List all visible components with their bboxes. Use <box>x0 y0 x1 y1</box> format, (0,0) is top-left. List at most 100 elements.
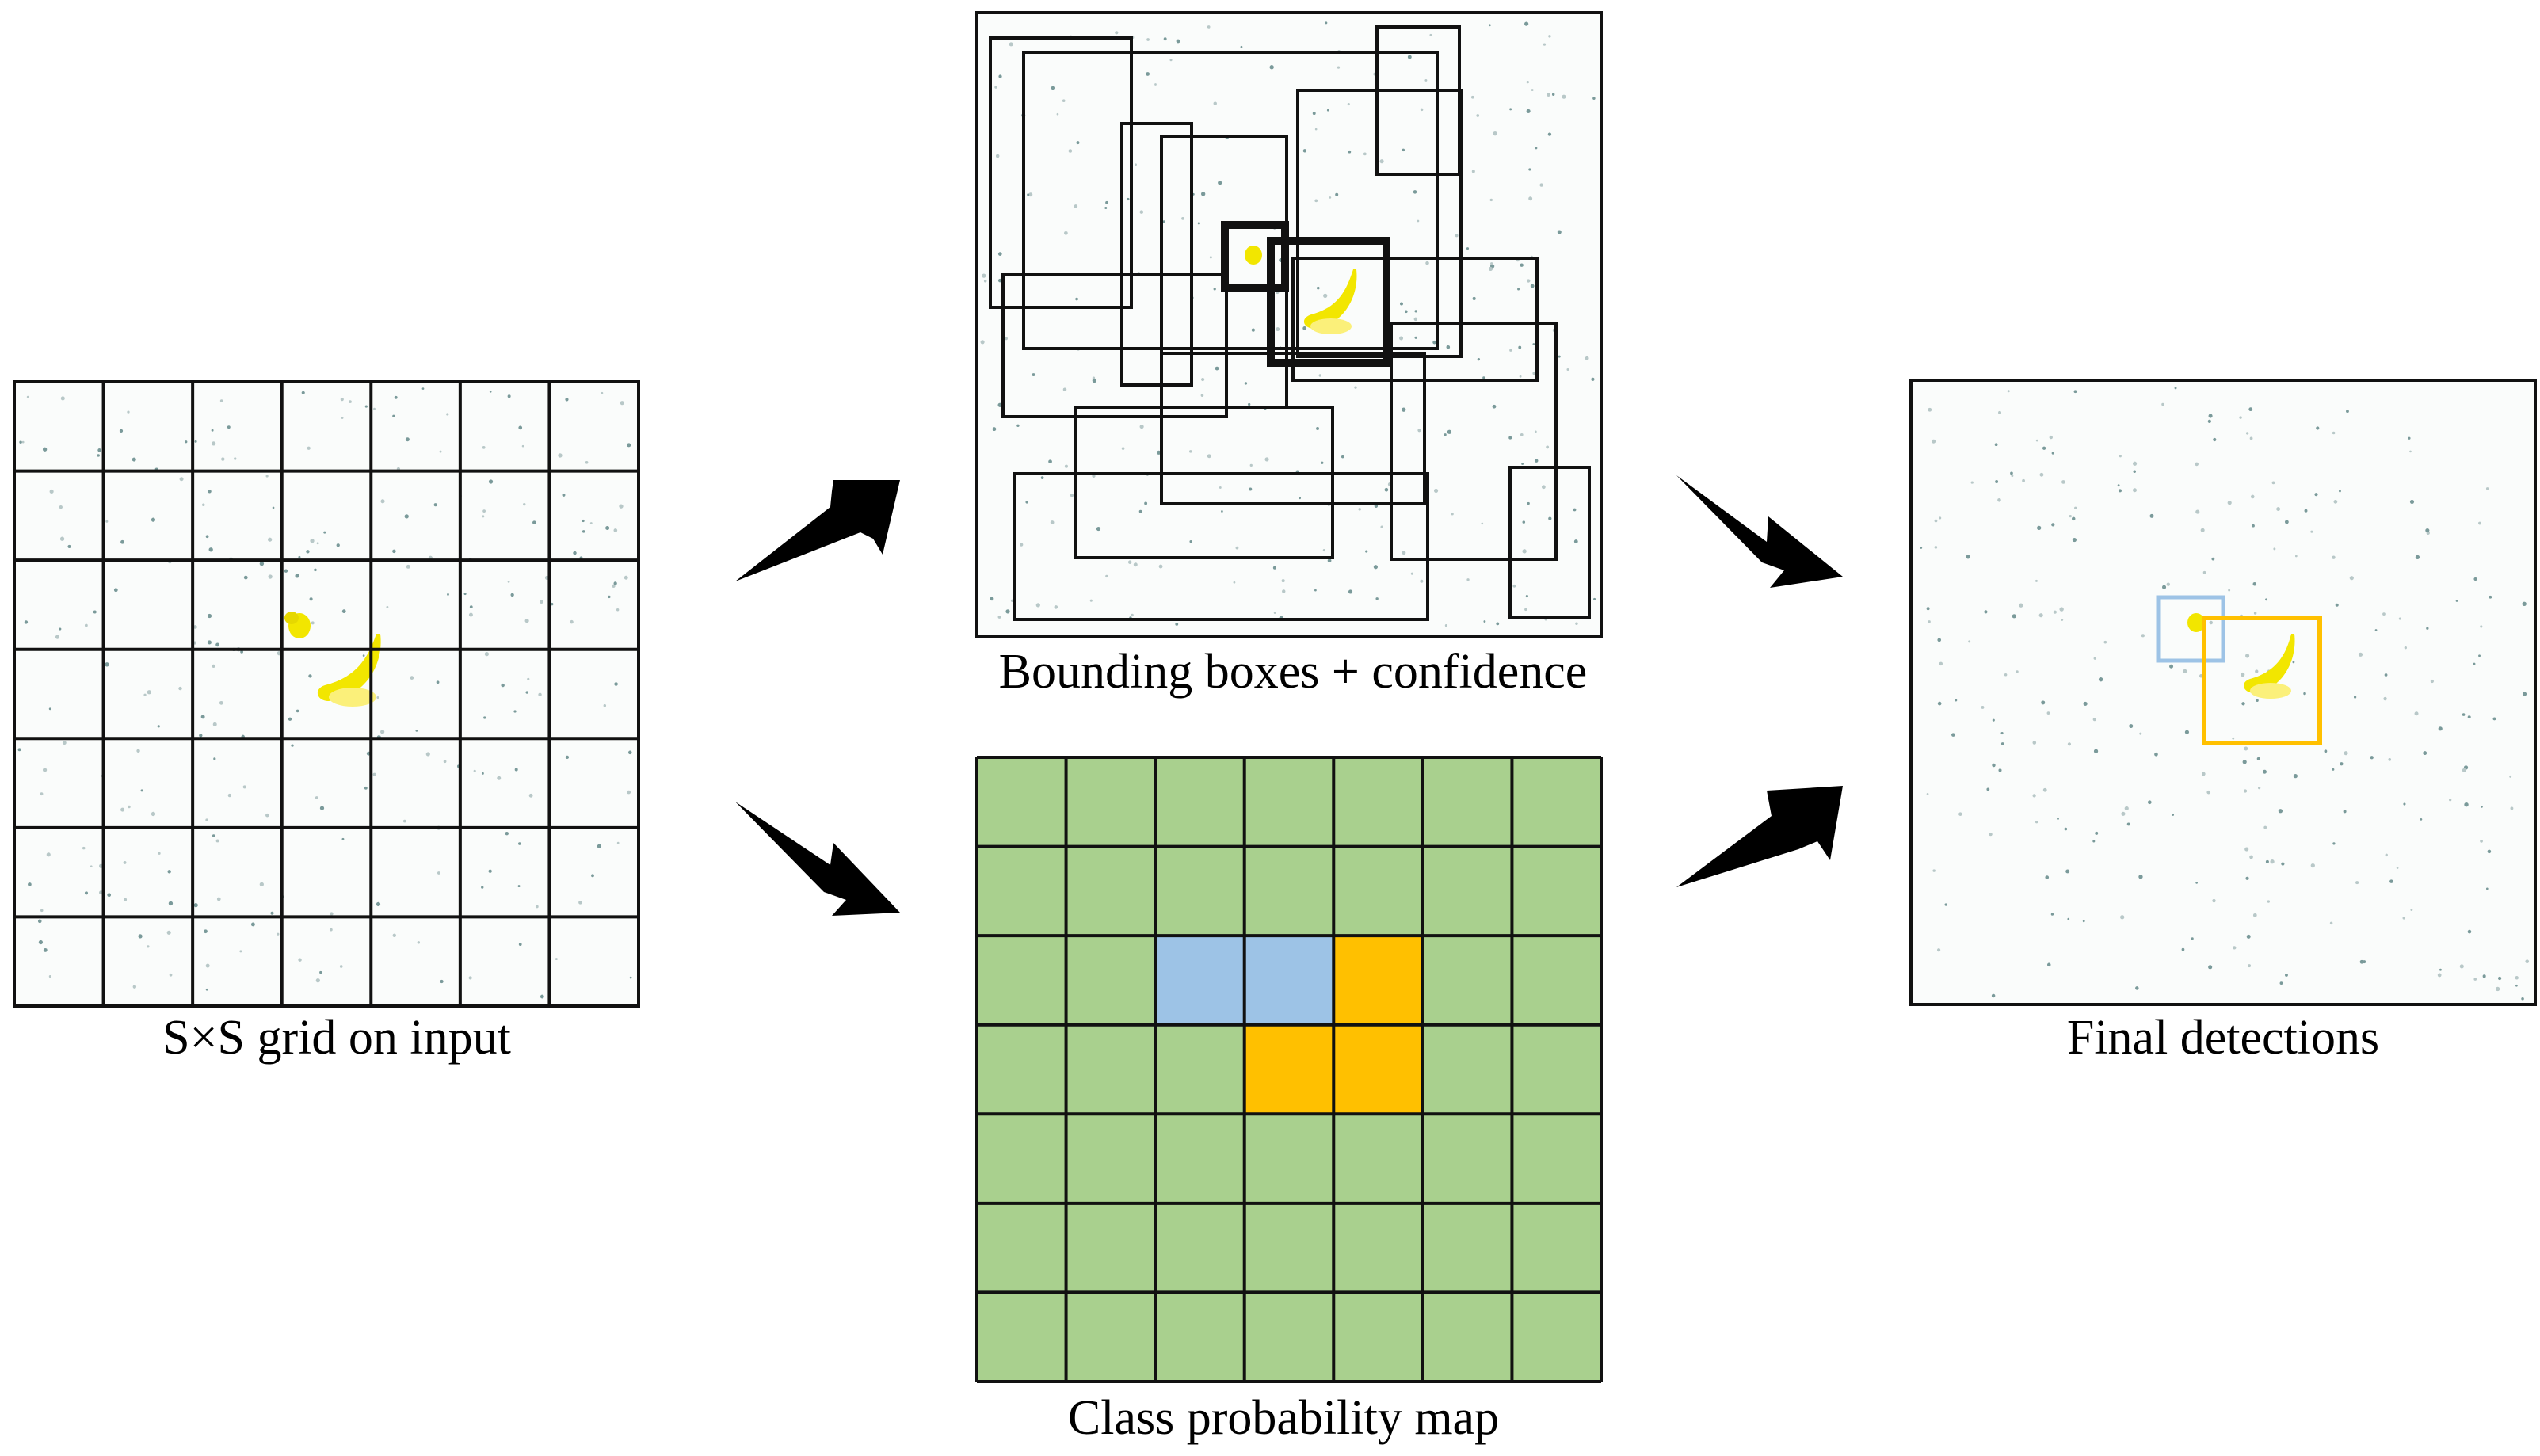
noise-dot <box>2252 582 2257 586</box>
final-panel: Final detections <box>1909 379 2537 1065</box>
noise-dot <box>55 635 59 639</box>
noise-dot <box>40 792 44 796</box>
noise-dot <box>1131 613 1134 617</box>
noise-dot <box>1105 200 1108 204</box>
noise-dot <box>1997 497 2001 502</box>
noise-dot <box>1062 387 1067 392</box>
noise-dot <box>2303 692 2306 696</box>
noise-dot <box>2065 869 2070 874</box>
noise-dot <box>2095 831 2099 835</box>
noise-dot <box>2064 827 2068 831</box>
noise-dot <box>601 391 604 394</box>
noise-dot <box>93 610 97 614</box>
noise-dot <box>151 811 156 817</box>
noise-dot <box>62 741 67 745</box>
probability-cell <box>1512 1292 1601 1382</box>
noise-dot <box>1035 603 1040 608</box>
noise-dot <box>2039 472 2044 477</box>
noise-dot <box>82 846 86 850</box>
noise-dot <box>2333 500 2338 504</box>
noise-dot <box>308 674 312 678</box>
noise-dot <box>2045 875 2050 879</box>
noise-dot <box>2265 859 2269 863</box>
noise-dot <box>2267 900 2271 903</box>
noise-dot <box>447 593 449 596</box>
noise-dot <box>1200 394 1204 397</box>
noise-dot <box>1276 327 1280 332</box>
noise-dot <box>240 650 243 654</box>
noise-dot <box>212 664 215 668</box>
noise-dot <box>136 749 140 753</box>
noise-dot <box>2138 875 2143 879</box>
noise-dot <box>97 454 100 457</box>
noise-dot <box>1573 539 1578 543</box>
noise-dot <box>2037 525 2042 530</box>
noise-dot <box>48 707 51 711</box>
noise-dot <box>309 597 313 601</box>
candidate-box <box>1160 352 1426 505</box>
noise-dot <box>1451 513 1454 516</box>
probability-cell <box>1066 757 1156 847</box>
boxes-object <box>1245 246 1357 334</box>
noise-dot <box>527 677 530 680</box>
noise-dot <box>2415 555 2420 560</box>
image-noise <box>980 21 1596 627</box>
noise-dot <box>212 441 216 446</box>
noise-dot <box>2069 514 2072 518</box>
noise-dot <box>2473 577 2477 581</box>
object-blob-large <box>1303 269 1357 329</box>
noise-dot <box>2489 595 2492 599</box>
noise-dot <box>2430 679 2434 684</box>
noise-dot <box>105 520 109 523</box>
noise-dot <box>1432 340 1436 345</box>
noise-dot <box>84 891 89 895</box>
noise-dot <box>2032 741 2037 745</box>
noise-dot <box>518 425 523 430</box>
noise-dot <box>341 609 346 614</box>
candidate-box <box>1390 322 1558 561</box>
noise-dot <box>1562 94 1566 99</box>
noise-dot <box>2202 570 2206 574</box>
noise-dot <box>2414 711 2419 716</box>
noise-dot <box>2228 589 2231 592</box>
noise-dot <box>990 597 994 601</box>
noise-dot <box>2284 520 2289 524</box>
noise-dot <box>402 819 406 823</box>
noise-dot <box>535 905 539 909</box>
noise-dot <box>1994 443 1998 447</box>
noise-dot <box>284 569 288 573</box>
noise-dot <box>2154 752 2158 757</box>
probability-cell <box>1244 757 1334 847</box>
noise-dot <box>1399 336 1404 341</box>
noise-dot <box>591 874 594 878</box>
noise-dot <box>1402 551 1406 555</box>
noise-dot <box>982 273 986 278</box>
noise-dot <box>339 965 343 968</box>
noise-dot <box>1420 579 1424 583</box>
object-blob-large <box>2244 634 2295 693</box>
noise-dot <box>37 919 42 924</box>
noise-dot <box>619 504 624 509</box>
noise-dot <box>1566 368 1569 372</box>
noise-dot <box>443 760 447 764</box>
noise-dot <box>1955 699 1958 702</box>
noise-dot <box>1146 72 1150 76</box>
noise-dot <box>2396 867 2399 869</box>
noise-dot <box>1337 66 1341 69</box>
noise-dot <box>17 748 21 752</box>
noise-dot <box>1005 609 1010 614</box>
noise-dot <box>1532 343 1535 345</box>
noise-dot <box>298 958 302 962</box>
noise-dot <box>1213 288 1216 291</box>
noise-dot <box>336 543 340 547</box>
noise-dot <box>306 550 310 554</box>
noise-dot <box>2398 617 2401 620</box>
noise-dot <box>1528 168 1531 171</box>
noise-dot <box>1138 509 1142 513</box>
noise-dot <box>1539 183 1543 187</box>
noise-dot <box>507 580 510 583</box>
candidate-box <box>1074 406 1334 559</box>
noise-dot <box>2332 431 2336 435</box>
noise-dot <box>120 807 125 812</box>
noise-dot <box>2133 488 2137 493</box>
